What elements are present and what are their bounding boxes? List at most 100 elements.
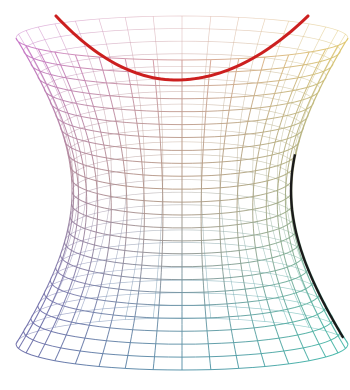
meridian-segment [255, 128, 257, 135]
meridian-segment [280, 289, 284, 297]
meridian-segment [205, 98, 208, 105]
parallel-segment [134, 66, 147, 69]
meridian-segment [100, 63, 104, 71]
meridian-segment [141, 118, 143, 125]
parallel-segment [319, 341, 326, 345]
meridian-segment [37, 48, 43, 56]
parallel-segment [85, 225, 93, 229]
parallel-segment [236, 70, 249, 73]
parallel-segment [319, 317, 326, 321]
meridian-segment [311, 99, 316, 106]
meridian-segment [227, 262, 230, 270]
parallel-segment [275, 112, 282, 115]
meridian-segment [53, 318, 58, 326]
parallel-segment [132, 329, 145, 331]
parallel-segment [278, 175, 284, 178]
meridian-segment [86, 238, 90, 246]
parallel-segment [325, 41, 331, 44]
parallel-segment [265, 224, 273, 227]
parallel-segment [125, 367, 140, 370]
parallel-segment [219, 225, 229, 227]
meridian-segment [326, 58, 332, 65]
parallel-segment [312, 66, 318, 69]
parallel-segment [110, 158, 119, 161]
parallel-segment [88, 260, 98, 263]
meridian-segment [100, 353, 104, 361]
parallel-segment [86, 164, 92, 167]
parallel-segment [79, 323, 90, 326]
meridian-segment [67, 119, 71, 126]
parallel-segment [116, 207, 125, 210]
parallel-segment [214, 243, 226, 245]
meridian-segment [84, 153, 87, 161]
parallel-segment [235, 288, 246, 291]
meridian-segment [108, 170, 110, 178]
parallel-segment [143, 238, 154, 241]
meridian-segment [250, 102, 253, 109]
parallel-segment [95, 109, 104, 112]
meridian-segment [270, 312, 274, 320]
parallel-segment [109, 234, 118, 237]
parallel-segment [228, 211, 238, 214]
parallel-segment [306, 316, 313, 319]
parallel-segment [62, 278, 70, 281]
meridian-segment [220, 168, 223, 175]
parallel-segment [91, 154, 99, 157]
parallel-segment [71, 220, 75, 224]
meridian-segment [141, 212, 143, 219]
meridian-segment [67, 224, 70, 232]
meridian-segment [72, 125, 76, 133]
meridian-segment [297, 301, 301, 309]
parallel-segment [242, 106, 252, 109]
parallel-segment [100, 286, 110, 289]
meridian-segment [277, 197, 280, 205]
parallel-segment [277, 200, 282, 204]
parallel-segment [269, 165, 276, 169]
parallel-segment [250, 69, 262, 71]
parallel-segment [128, 134, 139, 137]
parallel-segment [97, 173, 105, 176]
meridian-segment [206, 91, 209, 99]
meridian-segment [262, 56, 266, 64]
parallel-segment [287, 74, 295, 77]
meridian-segment [132, 323, 135, 330]
parallel-segment [121, 54, 133, 57]
parallel-segment [126, 121, 137, 124]
parallel-segment [293, 347, 304, 351]
meridian-segment [205, 104, 207, 112]
parallel-segment [80, 115, 89, 119]
parallel-segment [222, 263, 232, 266]
meridian-segment [303, 64, 308, 72]
parallel-segment [261, 148, 268, 151]
meridian-segment [234, 71, 237, 79]
meridian-segment [323, 73, 328, 81]
parallel-segment [300, 106, 305, 109]
parallel-segment [287, 307, 295, 310]
meridian-segment [250, 270, 253, 278]
meridian-segment [67, 112, 71, 120]
meridian-segment [290, 147, 293, 155]
meridian-segment [62, 122, 67, 129]
meridian-segment [334, 30, 339, 37]
meridian-segment [305, 354, 310, 361]
meridian-segment [140, 265, 143, 272]
parallel-segment [121, 275, 131, 278]
parallel-segment [347, 35, 349, 39]
meridian-segment [268, 305, 272, 313]
meridian-segment [70, 203, 73, 211]
parallel-segment [278, 251, 286, 254]
meridian-segment [86, 270, 90, 278]
parallel-segment [283, 65, 295, 69]
meridian-segment [293, 90, 297, 97]
parallel-segment [71, 147, 76, 151]
meridian-segment [119, 276, 122, 283]
parallel-segment [270, 273, 280, 276]
parallel-segment [74, 209, 79, 213]
parallel-segment [52, 345, 61, 349]
meridian-segment [134, 110, 137, 117]
meridian-segment [115, 121, 118, 129]
parallel-segment [116, 80, 127, 83]
meridian-segment [111, 314, 114, 322]
meridian-segment [76, 138, 80, 146]
meridian-segment [294, 49, 299, 56]
